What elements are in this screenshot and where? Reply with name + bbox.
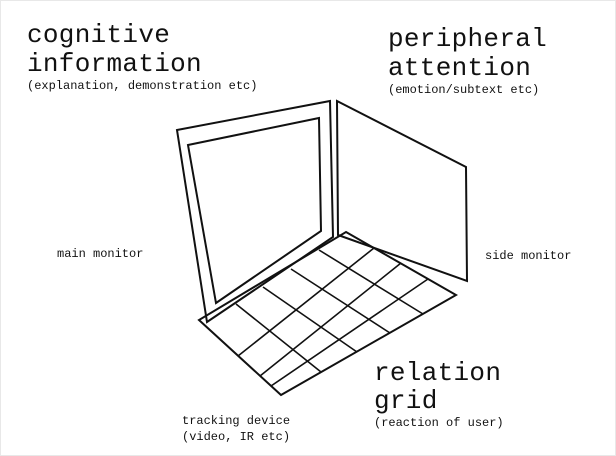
cognitive-subtitle: (explanation, demonstration etc) [27,79,258,93]
grid-line-a2 [259,262,402,377]
grid-line-b1 [318,249,424,315]
relation-title-line1: relation [374,358,502,388]
grid-line-b2 [290,268,391,334]
tracking-device-label: tracking device [182,414,291,428]
grid-line-b4 [235,303,322,373]
tracking-device-sublabel: (video, IR etc) [182,430,291,444]
cognitive-title-line1: cognitive [27,20,171,50]
peripheral-subtitle: (emotion/subtext etc) [388,83,540,97]
grid-line-a1 [237,247,375,357]
main-monitor-label: main monitor [57,247,144,261]
side-monitor-label: side monitor [485,249,572,263]
peripheral-title-line2: attention [388,53,532,83]
relation-title-line2: grid [374,386,438,416]
peripheral-title-line1: peripheral [388,24,548,54]
main-monitor-outer-frame [175,99,335,324]
cognitive-title-line2: information [27,49,202,79]
grid-line-a3 [270,278,429,387]
relation-grid-boundary [197,230,459,397]
main-monitor-screen [186,116,323,305]
relation-subtitle: (reaction of user) [374,416,504,430]
grid-line-b3 [262,286,358,353]
side-monitor-panel [335,99,469,283]
relation-grid-lines [235,247,429,387]
